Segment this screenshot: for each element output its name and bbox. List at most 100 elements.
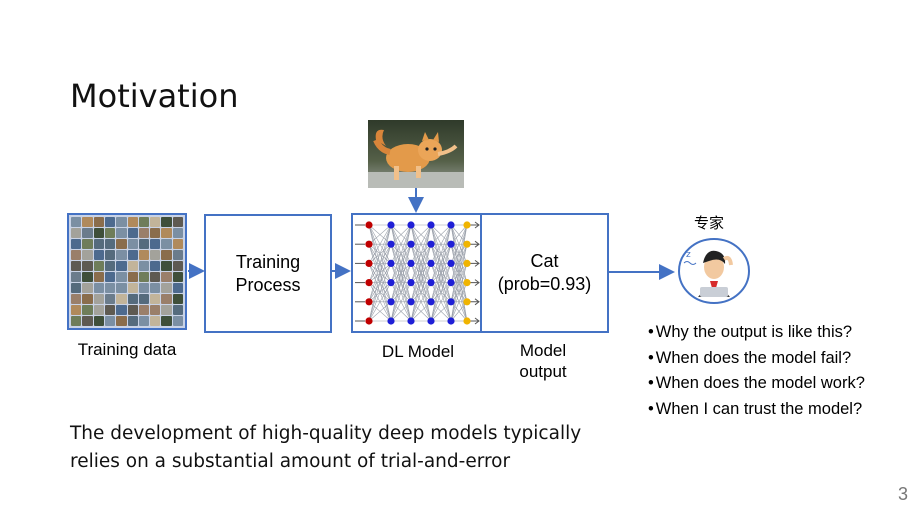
training-thumbnail	[161, 239, 172, 249]
training-thumbnail	[150, 305, 161, 315]
training-thumbnail	[116, 228, 127, 238]
training-thumbnail	[172, 239, 183, 249]
expert-label: 专家	[694, 214, 725, 232]
network-edge	[430, 224, 452, 264]
network-edge	[390, 282, 412, 322]
training-thumbnail	[138, 239, 150, 249]
summary-text: The development of high-quality deep mod…	[70, 420, 581, 476]
network-edge	[410, 224, 432, 264]
training-thumbnail	[71, 294, 82, 304]
training-thumbnail	[116, 272, 127, 282]
training-thumbnail	[150, 316, 161, 326]
training-thumbnail	[104, 239, 116, 249]
hidden-node	[407, 259, 415, 267]
output-arrow	[470, 317, 480, 325]
network-edge	[390, 224, 412, 322]
output-arrow	[470, 298, 480, 306]
training-thumbnail	[150, 217, 161, 227]
network-edge	[368, 224, 392, 322]
network-edge	[368, 224, 392, 264]
network-edge	[368, 282, 392, 322]
training-thumbnail	[93, 305, 104, 315]
network-edge	[430, 224, 452, 283]
training-thumbnail	[172, 250, 183, 260]
training-thumbnail	[93, 217, 104, 227]
training-thumbnail	[138, 217, 150, 227]
output-node	[463, 259, 471, 267]
hidden-node	[427, 221, 435, 229]
model-output-label: Model output	[500, 340, 586, 382]
training-thumbnail	[172, 294, 183, 304]
question-list: Why the output is like this? When does t…	[648, 320, 865, 422]
output-node	[463, 221, 471, 229]
hidden-node	[427, 259, 435, 267]
training-thumbnail	[161, 283, 172, 293]
training-thumbnail	[82, 294, 93, 304]
hidden-node	[407, 298, 415, 306]
training-thumbnail	[138, 283, 150, 293]
network-edge	[430, 282, 452, 322]
training-thumbnail	[138, 305, 150, 315]
svg-text:z: z	[686, 250, 691, 260]
training-thumbnail	[172, 261, 183, 271]
input-node	[365, 259, 373, 267]
output-class: Cat	[530, 251, 559, 271]
training-thumbnail	[150, 239, 161, 249]
training-thumbnail	[127, 305, 138, 315]
network-edge	[368, 224, 392, 302]
hidden-node	[387, 240, 395, 248]
hidden-node	[387, 279, 395, 287]
training-thumbnail	[82, 305, 93, 315]
output-probability: (prob=0.93)	[497, 274, 592, 294]
training-thumbnail	[161, 217, 172, 227]
training-thumbnail	[71, 283, 82, 293]
output-arrow	[470, 221, 480, 229]
training-thumbnail	[93, 283, 104, 293]
hidden-node	[387, 221, 395, 229]
input-node	[365, 317, 373, 325]
training-thumbnail	[127, 261, 138, 271]
network-edge	[390, 263, 412, 322]
training-thumbnail	[104, 250, 116, 260]
network-edge	[410, 244, 432, 322]
training-thumbnail	[150, 250, 161, 260]
training-thumbnail	[71, 272, 82, 282]
training-thumbnail	[104, 316, 116, 326]
training-thumbnail	[82, 316, 93, 326]
network-edge	[368, 263, 392, 322]
output-node	[463, 298, 471, 306]
network-edge	[450, 244, 468, 322]
training-thumbnail	[82, 250, 93, 260]
network-edge	[410, 224, 432, 283]
hidden-node	[407, 221, 415, 229]
training-thumbnail	[138, 261, 150, 271]
network-edge	[368, 224, 392, 245]
question-item: When I can trust the model?	[648, 397, 865, 423]
training-thumbnail	[150, 272, 161, 282]
network-edge	[410, 263, 432, 322]
training-thumbnail	[93, 316, 104, 326]
training-thumbnail	[116, 294, 127, 304]
training-thumbnail	[71, 261, 82, 271]
training-thumbnail	[172, 228, 183, 238]
network-edge	[390, 301, 412, 322]
network-edge	[450, 224, 468, 322]
hidden-node	[447, 279, 455, 287]
training-thumbnail	[71, 316, 82, 326]
training-thumbnail	[161, 272, 172, 282]
network-edge	[410, 224, 432, 302]
network-edge	[430, 263, 452, 322]
cat-image	[368, 120, 464, 188]
training-thumbnail	[150, 228, 161, 238]
network-edge	[390, 224, 412, 302]
training-thumbnail	[82, 239, 93, 249]
hidden-node	[427, 279, 435, 287]
training-thumbnail	[161, 261, 172, 271]
network-edge	[390, 224, 412, 283]
network-edge	[430, 224, 452, 245]
training-thumbnail	[116, 250, 127, 260]
training-thumbnail	[116, 217, 127, 227]
training-thumbnail	[71, 239, 82, 249]
training-thumbnail	[127, 283, 138, 293]
